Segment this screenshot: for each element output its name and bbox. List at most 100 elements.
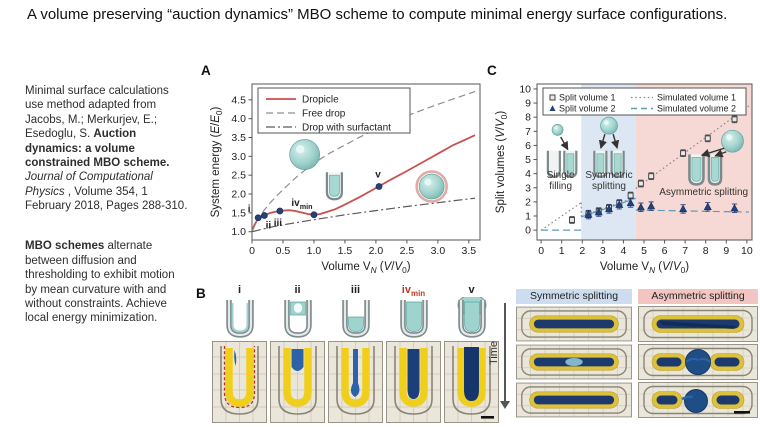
series-simulated-volume-1 — [540, 202, 582, 231]
legend-label: Drop with surfactant — [302, 123, 391, 134]
x-axis-label: Volume VN (V/V0) — [321, 261, 410, 275]
y-tick-label: 9 — [525, 98, 531, 110]
x-tick-label: 1.0 — [307, 245, 322, 257]
tracked-contour-outline — [223, 346, 256, 409]
y-tick-label: 6 — [525, 140, 531, 152]
panel-b-state-label: ivmin — [401, 284, 426, 299]
y-tick-label: 3.0 — [231, 151, 246, 163]
plot-border — [536, 83, 753, 241]
experiment-photo — [270, 341, 325, 423]
x-axis-label: Volume VN (V/V0) — [600, 261, 689, 275]
state-point — [254, 214, 262, 222]
droplet-sphere-illustration — [721, 129, 744, 153]
nanovial-cup-illustration — [688, 154, 705, 186]
reference-plain: Minimal surface calculations use method … — [25, 85, 169, 141]
nanovial-cup-illustration — [563, 150, 578, 178]
time-arrow-icon — [504, 303, 506, 403]
nanovial-cup-illustration — [546, 150, 561, 178]
channel-photo-lens — [516, 382, 632, 418]
panel-b-state-label: ii — [294, 284, 301, 296]
panel-b-column: ivmin — [386, 284, 441, 423]
arrow-icon — [714, 149, 727, 158]
state-point — [310, 211, 318, 219]
panel-b-state-label: iii — [350, 284, 361, 296]
split-volume-2-point — [730, 203, 739, 212]
reference-tail: , Volume 354, 1 February 2018, Pages 288… — [25, 185, 188, 212]
panel-b-column: iii — [328, 284, 383, 423]
state-point — [276, 207, 284, 215]
panel-b-column: i — [212, 284, 267, 423]
y-axis-label: Split volumes (V/V0) — [495, 111, 509, 214]
state-point — [260, 212, 268, 219]
x-tick-label: 1 — [559, 245, 565, 257]
y-tick-label: 2.5 — [231, 170, 246, 182]
state-point — [375, 183, 383, 190]
legend-box — [542, 87, 747, 116]
symmetric-splitting-column: Symmetric splitting — [516, 289, 632, 418]
legend-label: Simulated volume 2 — [657, 104, 736, 114]
scale-bar — [734, 411, 750, 414]
y-tick-label: 4 — [525, 168, 531, 180]
legend-box — [257, 87, 411, 134]
x-tick-label: 3.5 — [462, 245, 477, 257]
split-volume-1-point — [680, 150, 687, 157]
droplet-sphere-illustration — [289, 139, 321, 170]
nanovial-cup-illustration — [707, 154, 723, 186]
panel-b-state-label: v — [468, 284, 475, 296]
x-tick-label: 10 — [741, 245, 753, 257]
nanovial-cup-illustration — [610, 150, 625, 178]
split-volume-1-point — [704, 135, 711, 142]
y-tick-label: 0 — [525, 225, 531, 237]
split-volume-2-point — [647, 201, 656, 210]
reference-text: Minimal surface calculations use method … — [25, 84, 188, 213]
split-volume-1-point — [568, 216, 575, 223]
series-free-drop — [251, 90, 476, 232]
x-tick-label: 4 — [620, 245, 626, 257]
x-tick-label: 6 — [662, 245, 668, 257]
x-tick-label: 0 — [249, 245, 255, 257]
droplet-sphere-illustration — [551, 124, 564, 136]
simulated-cup-image — [341, 300, 370, 338]
simulated-cup-image — [225, 300, 254, 338]
panel-c-label: C — [487, 63, 497, 78]
nanovial-cup-illustration — [325, 172, 344, 201]
split-volume-2-point — [626, 198, 635, 207]
split-volume-1-point — [731, 116, 738, 123]
x-tick-label: 2 — [579, 245, 585, 257]
state-point-label: v — [375, 169, 381, 180]
x-tick-label: 9 — [723, 245, 729, 257]
channel-photo-tilt — [638, 306, 758, 342]
split-volume-2-point — [679, 204, 688, 213]
time-arrowhead-icon — [500, 401, 510, 409]
time-label: Time — [488, 340, 501, 366]
arrow-icon — [560, 136, 569, 151]
panel-b-column: v — [444, 284, 499, 423]
split-volume-1-point — [648, 173, 655, 180]
simulated-cup-image — [399, 300, 428, 338]
splitting-time-series: Time Symmetric splitting Asymmetric spli… — [480, 289, 760, 418]
experiment-photo — [328, 341, 383, 423]
asymmetric-splitting-column: Asymmetric splitting — [638, 289, 758, 418]
region-label: filling — [549, 181, 572, 192]
legend-label: Simulated volume 1 — [657, 93, 736, 103]
experiment-photo — [444, 341, 499, 423]
droplet-sphere-illustration — [600, 116, 618, 135]
state-point-label: iii — [274, 218, 283, 229]
split-volume-2-point — [594, 207, 603, 216]
droplet-sphere-illustration — [415, 170, 448, 203]
panel-b-column: ii — [270, 284, 325, 423]
split-volume-2-point — [584, 210, 593, 218]
y-tick-label: 2.0 — [231, 189, 246, 201]
split-volume-2-point — [615, 200, 624, 208]
note-text: MBO schemes alternate between diffusion … — [25, 239, 188, 325]
x-tick-label: 5 — [641, 245, 647, 257]
y-tick-label: 10 — [519, 83, 531, 95]
x-tick-label: 2.0 — [369, 245, 384, 257]
series-simulated-volume-2 — [635, 209, 749, 213]
channel-photo-blob_split — [638, 382, 758, 418]
y-tick-label: 5 — [525, 154, 531, 166]
